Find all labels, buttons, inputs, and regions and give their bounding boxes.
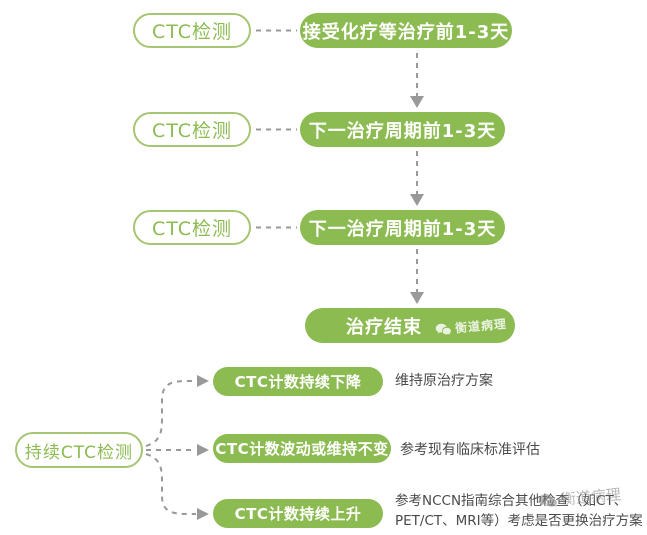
treatment-end-label: 治疗结束 [346, 316, 422, 338]
outcome-pill-decrease: CTC计数持续下降 [213, 367, 383, 396]
timing-label: 下一治疗周期前1-3天 [308, 218, 497, 240]
timing-label: 接受化疗等治疗前1-3天 [302, 21, 510, 43]
recommendation-text-3: 参考NCCN指南综合其他检查（如CT、PET/CT、MRI等）考虑是否更换治疗方… [395, 493, 643, 530]
treatment-end-pill: 治疗结束 衡道病理 [305, 308, 515, 343]
timing-label: 下一治疗周期前1-3天 [308, 120, 497, 142]
ctc-test-label: CTC检测 [151, 120, 233, 142]
continuous-ctc-pill: 持续CTC检测 [15, 432, 143, 468]
ctc-test-label: CTC检测 [151, 218, 233, 240]
outcome-pill-increase: CTC计数持续上升 [213, 499, 383, 528]
timing-pill-2: 下一治疗周期前1-3天 [300, 112, 505, 147]
recommendation-text-2: 参考现有临床标准评估 [400, 442, 540, 458]
ctc-test-label: CTC检测 [151, 21, 233, 43]
continuous-ctc-label: 持续CTC检测 [24, 442, 134, 463]
ctc-test-pill-2: CTC检测 [133, 112, 251, 147]
outcome-label: CTC计数持续上升 [234, 505, 362, 523]
ctc-test-pill-1: CTC检测 [133, 13, 251, 48]
outcome-pill-fluctuate: CTC计数波动或维持不变 [213, 434, 391, 463]
timing-pill-1: 接受化疗等治疗前1-3天 [300, 13, 512, 48]
recommendation-text-1: 维持原治疗方案 [395, 373, 493, 389]
outcome-label: CTC计数波动或维持不变 [215, 440, 389, 458]
timing-pill-3: 下一治疗周期前1-3天 [300, 210, 505, 245]
outcome-label: CTC计数持续下降 [234, 373, 362, 391]
ctc-test-pill-3: CTC检测 [133, 210, 251, 245]
